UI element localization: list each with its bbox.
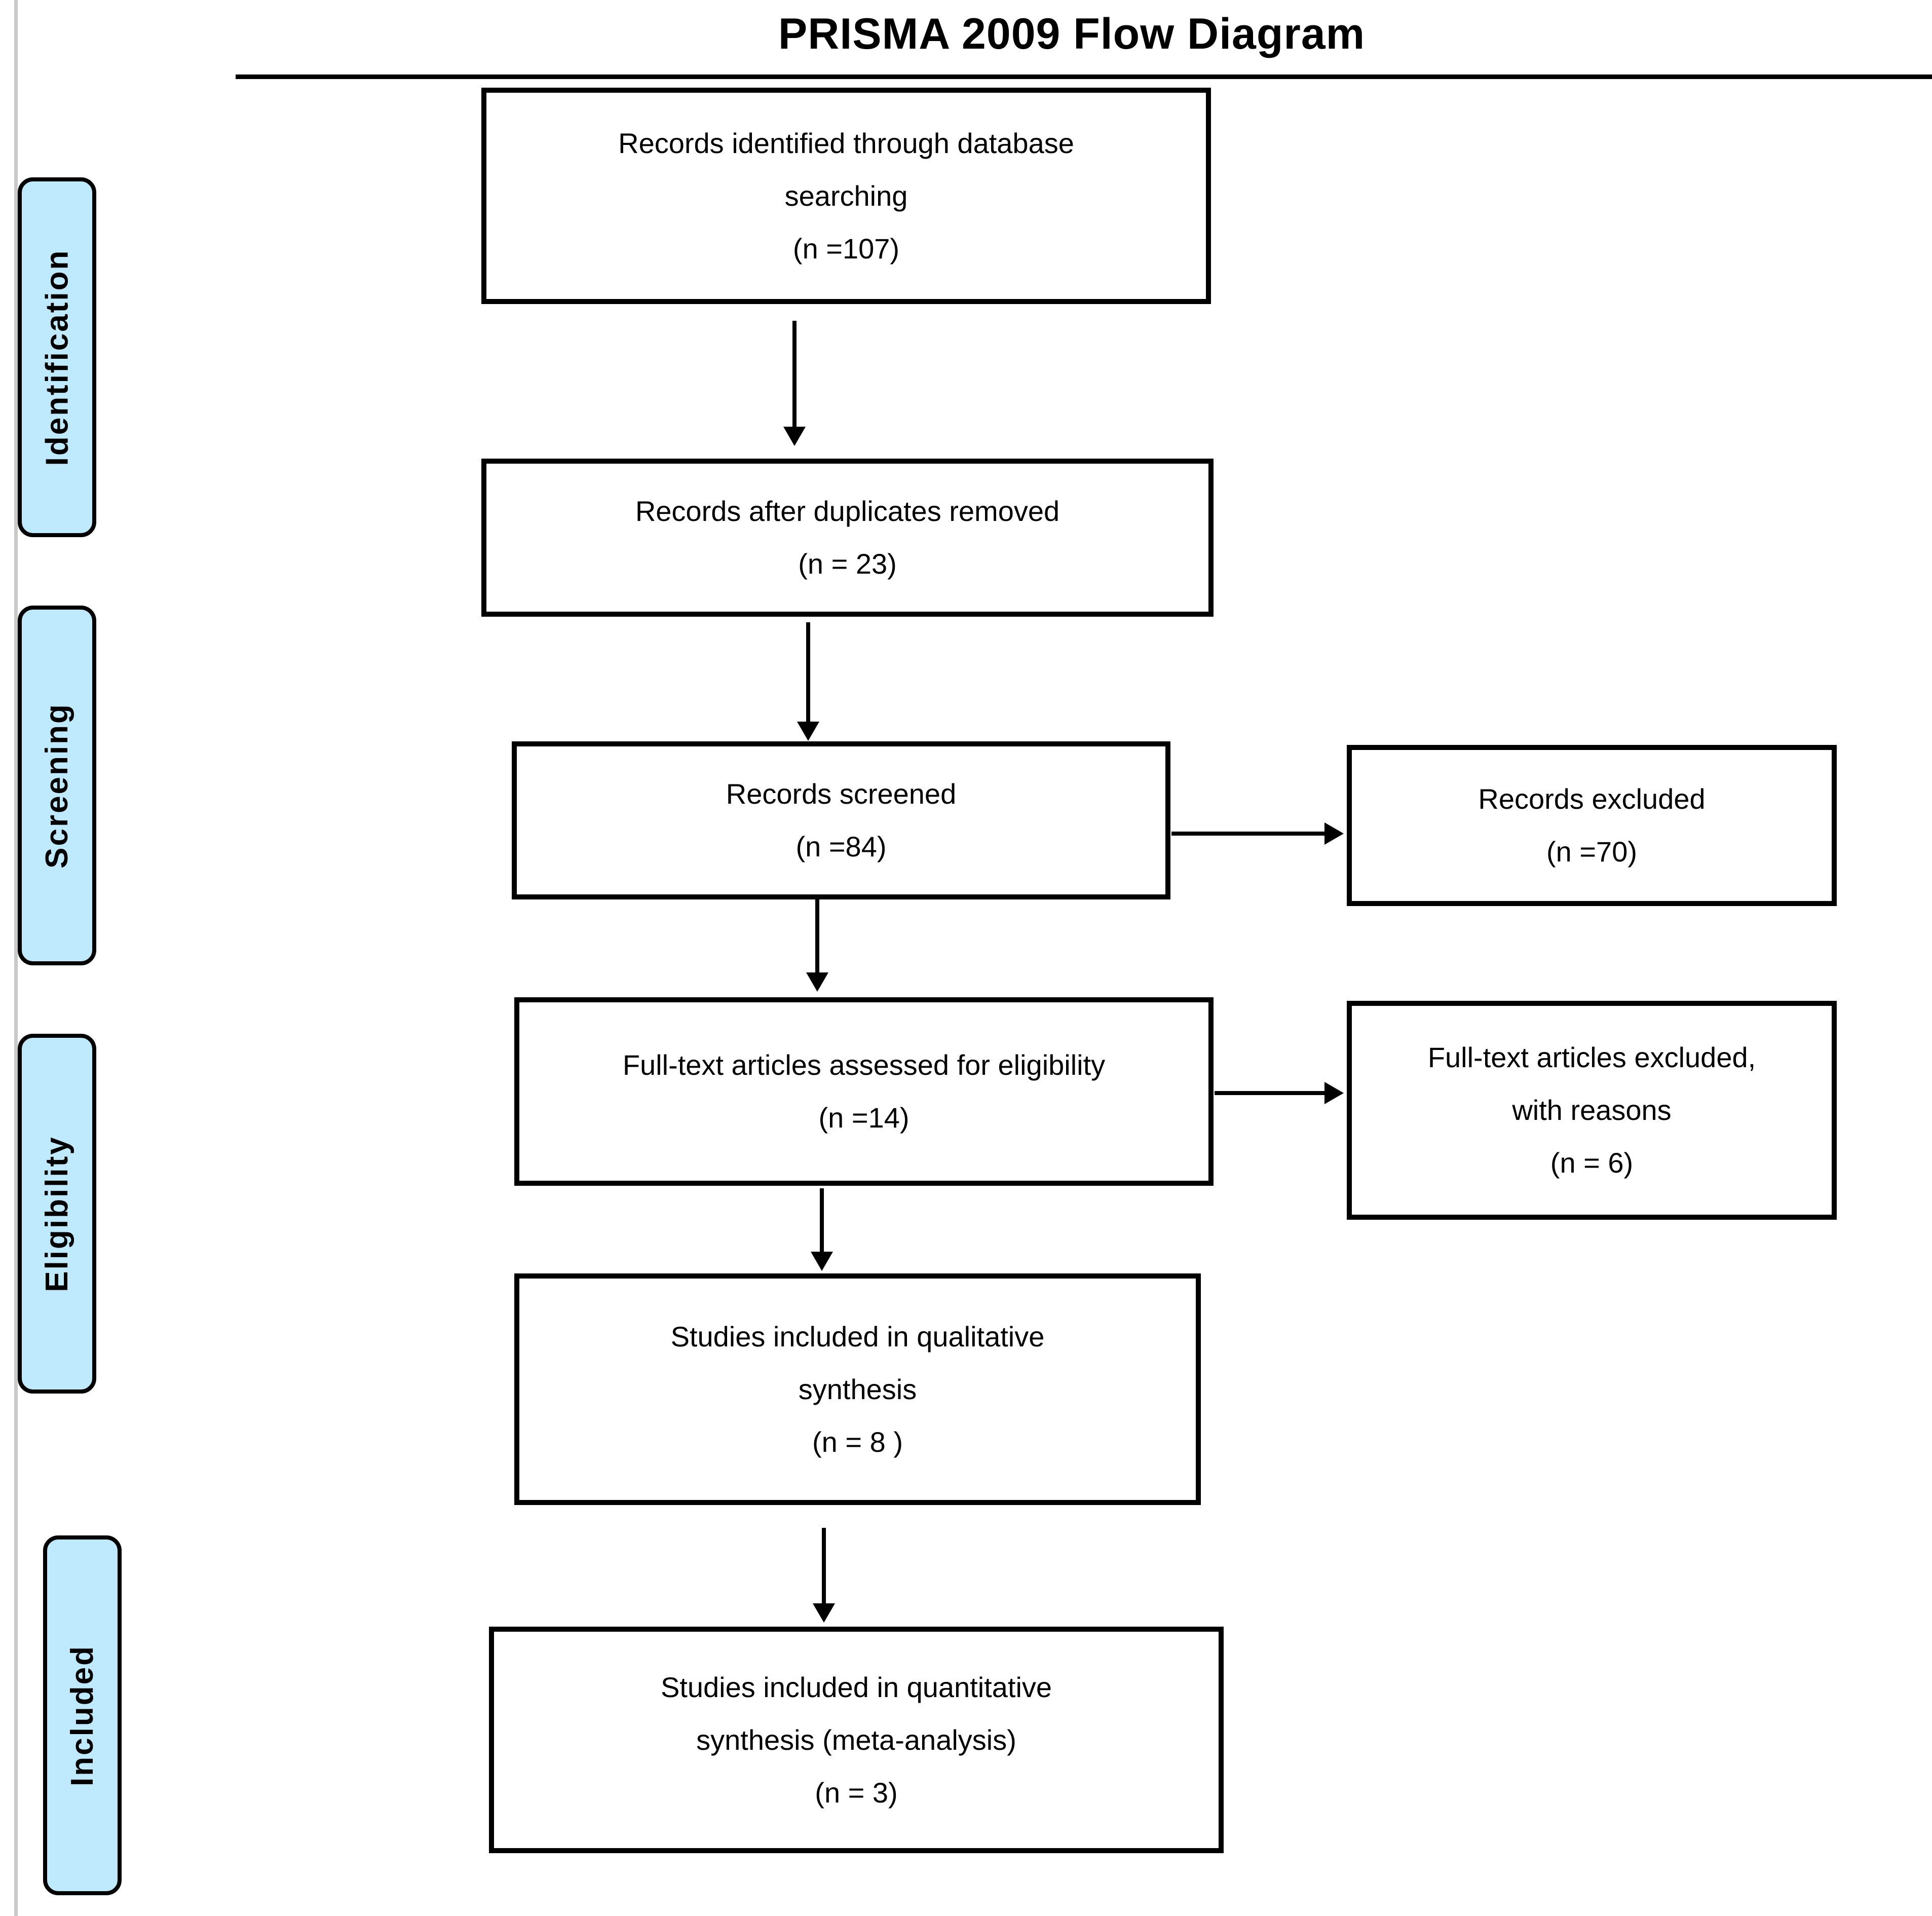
stage-label: Included <box>65 1644 100 1786</box>
arrowhead-down-icon <box>797 722 819 741</box>
arrow-qualitative-to-quantitative <box>813 1528 835 1623</box>
box-text-line: (n = 8 ) <box>812 1425 903 1458</box>
arrow-fulltext-to-qualitative <box>811 1188 833 1271</box>
arrow-shaft <box>820 1188 824 1254</box>
box-fulltext-excluded: Full-text articles excluded, with reason… <box>1347 1001 1837 1220</box>
box-fulltext-assessed: Full-text articles assessed for eligibil… <box>514 997 1214 1186</box>
arrow-screened-to-excluded <box>1171 822 1344 845</box>
arrowhead-down-icon <box>813 1603 835 1623</box>
box-text-line: synthesis <box>798 1373 917 1405</box>
arrow-shaft <box>792 321 797 429</box>
box-records-identified: Records identified through database sear… <box>481 88 1211 304</box>
box-text-line: searching <box>784 179 908 212</box>
stage-identification: Identification <box>18 177 96 537</box>
box-text-line: (n =84) <box>795 831 887 862</box>
box-records-excluded: Records excluded (n =70) <box>1347 745 1837 906</box>
arrow-shaft <box>806 622 810 724</box>
box-text-line: (n = 3) <box>815 1776 898 1809</box>
stage-eligibility: Eligibility <box>18 1034 96 1394</box>
box-text-line: Full-text articles assessed for eligibil… <box>622 1049 1106 1081</box>
arrowhead-down-icon <box>811 1252 833 1271</box>
box-text-line: Studies included in quantitative <box>660 1671 1052 1703</box>
stage-label: Screening <box>40 702 74 869</box>
box-duplicates-removed: Records after duplicates removed (n = 23… <box>481 459 1214 617</box>
arrow-shaft <box>815 898 819 974</box>
box-text-line: Records screened <box>726 778 957 810</box>
arrow-shaft <box>1171 832 1327 836</box>
box-records-screened: Records screened (n =84) <box>512 741 1170 899</box>
box-quantitative-synthesis: Studies included in quantitative synthes… <box>489 1627 1224 1853</box>
arrowhead-right-icon <box>1324 822 1344 845</box>
box-text-line: (n =70) <box>1546 836 1637 868</box>
arrow-identified-to-deduplicated <box>783 321 806 446</box>
box-text-line: (n =107) <box>792 232 900 265</box>
arrowhead-down-icon <box>783 427 806 446</box>
box-text-line: with reasons <box>1512 1094 1672 1126</box>
box-text-line: (n = 23) <box>798 548 897 580</box>
arrow-shaft <box>1215 1091 1327 1095</box>
arrowhead-down-icon <box>806 972 828 992</box>
box-text-line: Records after duplicates removed <box>635 495 1060 527</box>
stage-label: Eligibility <box>40 1135 74 1292</box>
box-text-line: Full-text articles excluded, <box>1427 1041 1756 1073</box>
arrow-screened-to-fulltext <box>806 898 828 992</box>
stage-screening: Screening <box>18 606 96 965</box>
box-text-line: Records excluded <box>1478 783 1706 815</box>
box-text-line: (n =14) <box>818 1102 910 1134</box>
arrowhead-right-icon <box>1324 1082 1344 1104</box>
title-underline <box>236 74 1932 79</box>
box-text-line: synthesis (meta-analysis) <box>696 1723 1016 1756</box>
arrow-shaft <box>822 1528 826 1605</box>
box-text-line: (n = 6) <box>1550 1147 1634 1179</box>
box-text-line: Records identified through database <box>618 127 1074 159</box>
arrow-fulltext-to-fulltext-excluded <box>1215 1082 1344 1104</box>
stage-label: Identification <box>40 249 74 466</box>
box-text-line: Studies included in qualitative <box>670 1320 1045 1353</box>
page-title: PRISMA 2009 Flow Diagram <box>778 10 1366 58</box>
box-qualitative-synthesis: Studies included in qualitative synthesi… <box>514 1273 1201 1505</box>
arrow-deduplicated-to-screened <box>797 622 819 741</box>
left-page-rail <box>14 0 18 1916</box>
stage-included: Included <box>43 1535 122 1895</box>
